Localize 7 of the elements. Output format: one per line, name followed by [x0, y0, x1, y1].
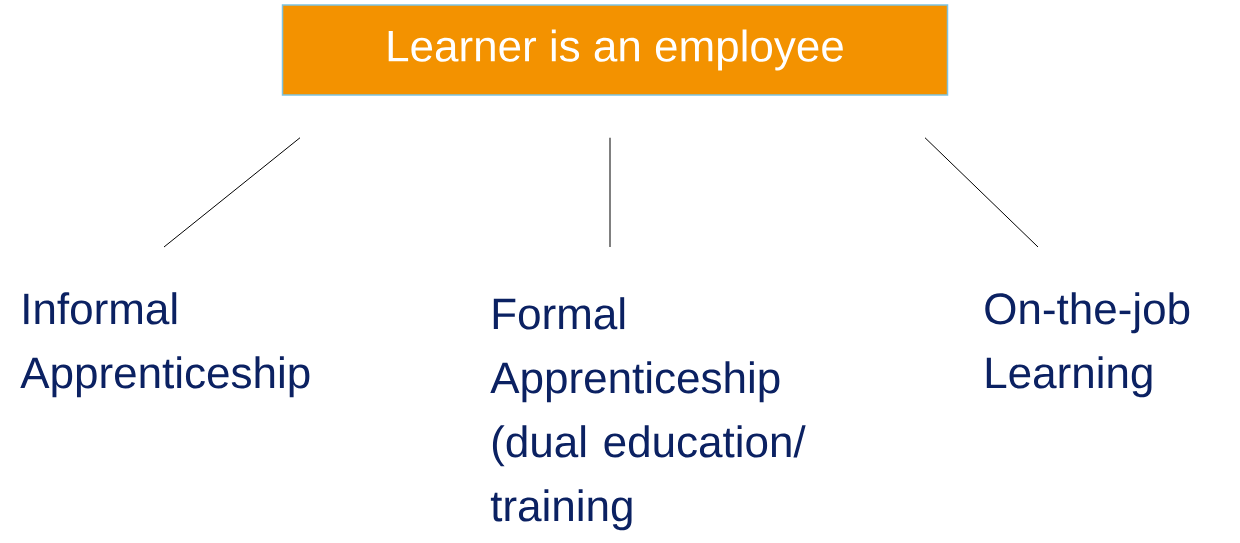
- title-box: Learner is an employee: [281, 4, 949, 96]
- category-label: Informal Apprenticeship: [20, 292, 310, 398]
- connector-line: [609, 137, 611, 248]
- category-label: On-the-job Learning: [985, 292, 1190, 398]
- connector-line: [924, 137, 1039, 248]
- category-label: Formal Apprenticeship (dual education/ training: [490, 297, 806, 531]
- connector-line: [163, 137, 301, 248]
